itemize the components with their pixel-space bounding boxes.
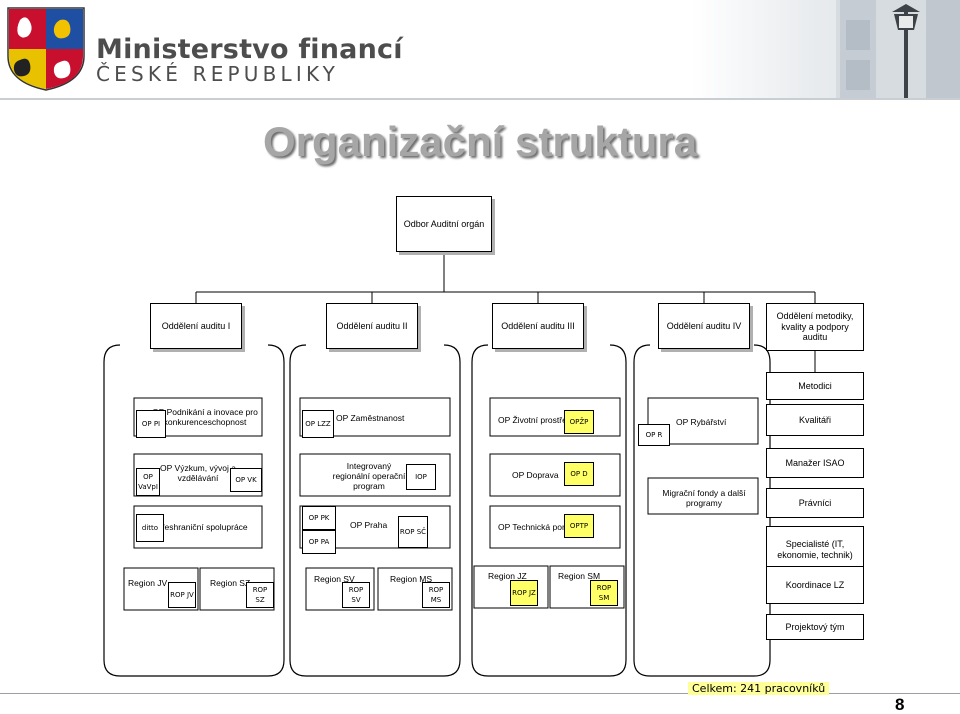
- box-koordinace-label: Koordinace LZ: [785, 579, 845, 590]
- box-projektovy-tym-label: Projektový tým: [785, 621, 845, 632]
- outline-reg-sv: [305, 567, 375, 611]
- group-outline-4: [633, 344, 771, 677]
- label-op-praha: OP Praha: [350, 520, 388, 530]
- label-op-zivotni-prostredi: OP Životní prostředí: [498, 415, 574, 425]
- box-kvalitari: Kvalitáři: [766, 404, 864, 436]
- header-divider: [0, 98, 960, 100]
- ministry-name: Ministerstvo financí: [96, 34, 403, 65]
- box-dept-1: Oddělení auditu I: [150, 303, 242, 349]
- label-region-sv: Region SV: [314, 574, 355, 584]
- tag-rop-sv: ROP SV: [342, 582, 370, 608]
- tag-rop-jz: ROP JZ: [510, 580, 538, 606]
- footer-divider: [0, 693, 960, 694]
- outline-c3-1: [489, 397, 621, 437]
- box-dept-1-label: Oddělení auditu I: [161, 320, 231, 331]
- box-dept-4-label: Oddělení auditu IV: [666, 320, 742, 331]
- tag-op-pi: OP PI: [136, 410, 166, 438]
- label-region-sm: Region SM: [558, 571, 601, 581]
- outline-c3-2: [489, 453, 621, 497]
- box-pravnici: Právníci: [766, 488, 864, 518]
- employee-count: Celkem: 241 pracovníků: [688, 682, 830, 695]
- label-migracni-fondy: Migrační fondy a další programy: [662, 488, 746, 509]
- box-odbor-label: Odbor Auditní orgán: [403, 218, 485, 229]
- box-koordinace: Koordinace LZ: [766, 566, 864, 604]
- tag-rop-jv: ROP JV: [168, 582, 196, 608]
- box-projektovy-tym: Projektový tým: [766, 614, 864, 640]
- label-op-rybarstvi: OP Rybářství: [676, 417, 727, 427]
- box-manazer-iso: Manažer ISAO: [766, 448, 864, 478]
- group-outline-1: [103, 344, 285, 677]
- box-odbor: Odbor Auditní orgán: [396, 196, 492, 252]
- label-op-technicka-pomoc: OP Technická pomoc: [498, 522, 579, 532]
- box-dept-5-label: Oddělení metodiky, kvality a podpory aud…: [776, 310, 854, 343]
- outline-c1-3: [133, 505, 263, 549]
- outline-reg-sz: [199, 567, 275, 611]
- label-region-jz: Region JZ: [488, 571, 527, 581]
- outline-reg-sm: [549, 565, 625, 609]
- box-manazer-iso-label: Manažer ISAO: [785, 457, 845, 468]
- outline-c2-3: [299, 505, 451, 549]
- tag-op-d: OP D: [564, 462, 594, 486]
- outline-reg-jv: [123, 567, 199, 611]
- box-metodici-label: Metodici: [798, 380, 832, 391]
- label-preshranicni: Přeshraniční spolupráce: [156, 522, 248, 532]
- tag-rop-sc: ROP SČ: [398, 516, 428, 548]
- street-lamp-icon: [836, 0, 960, 98]
- group-outline-2: [289, 344, 461, 677]
- box-metodici: Metodici: [766, 372, 864, 400]
- label-region-sz: Region SZ: [210, 578, 251, 588]
- page-title: Organizační struktura: [262, 118, 698, 165]
- label-opvvv: OP Výzkum, vývoj a vzdělávání: [160, 463, 236, 484]
- tag-rop-sz: ROP SZ: [246, 582, 274, 608]
- tag-optp: OPTP: [564, 514, 594, 538]
- tag-op-r: OP R: [638, 424, 670, 446]
- outline-c2-2: [299, 453, 451, 497]
- box-dept-4: Oddělení auditu IV: [658, 303, 750, 349]
- box-pravnici-label: Právníci: [798, 497, 832, 508]
- label-irop: Integrovaný regionální operační program: [332, 461, 406, 492]
- outline-c4-2: [647, 477, 759, 515]
- tag-rop-sm: ROP SM: [590, 580, 618, 606]
- ministry-subtitle: ČESKÉ REPUBLIKY: [96, 62, 340, 86]
- box-dept-2: Oddělení auditu II: [326, 303, 418, 349]
- tag-rop-ms: ROP MS: [422, 582, 450, 608]
- label-region-jv: Region JV: [128, 578, 168, 588]
- outline-reg-jz: [473, 565, 549, 609]
- box-dept-3-label: Oddělení auditu III: [501, 320, 575, 331]
- page-number: 8: [895, 695, 905, 714]
- label-op-doprava: OP Doprava: [512, 470, 559, 480]
- outline-c1-1: [133, 397, 263, 437]
- box-kvalitari-label: Kvalitáři: [798, 414, 831, 425]
- label-op-zamestnanost: OP Zaměstnanost: [336, 413, 405, 423]
- tag-opzp: OPŽP: [564, 410, 594, 434]
- box-dept-3: Oddělení auditu III: [492, 303, 584, 349]
- outline-c2-1: [299, 397, 451, 437]
- box-dept-5: Oddělení metodiky, kvality a podpory aud…: [766, 303, 864, 351]
- tag-op-pa: OP PA: [302, 530, 336, 554]
- coat-of-arms-icon: [7, 7, 85, 91]
- header-banner: Ministerstvo financí ČESKÉ REPUBLIKY: [0, 0, 960, 98]
- tag-iop: IOP: [406, 464, 436, 490]
- box-dept-2-label: Oddělení auditu II: [336, 320, 408, 331]
- tag-op-pk: OP PK: [302, 506, 336, 530]
- label-region-ms: Region MS: [390, 574, 433, 584]
- group-outline-3: [471, 344, 627, 677]
- box-specialiste-label: Specialisté (IT, ekonomie, technik): [777, 539, 853, 560]
- label-opi: OP Podnikání a inovace pro konkurencesch…: [152, 407, 258, 428]
- tag-op-vavpi: OP VaVpI: [136, 468, 160, 496]
- outline-c4-1: [647, 397, 759, 445]
- outline-c3-3: [489, 505, 621, 549]
- outline-c1-2: [133, 453, 263, 497]
- tag-ditto: ditto: [136, 514, 164, 542]
- tag-op-vk: OP VK: [230, 468, 262, 492]
- tag-op-lzz: OP LZZ: [302, 410, 334, 438]
- outline-reg-ms: [377, 567, 453, 611]
